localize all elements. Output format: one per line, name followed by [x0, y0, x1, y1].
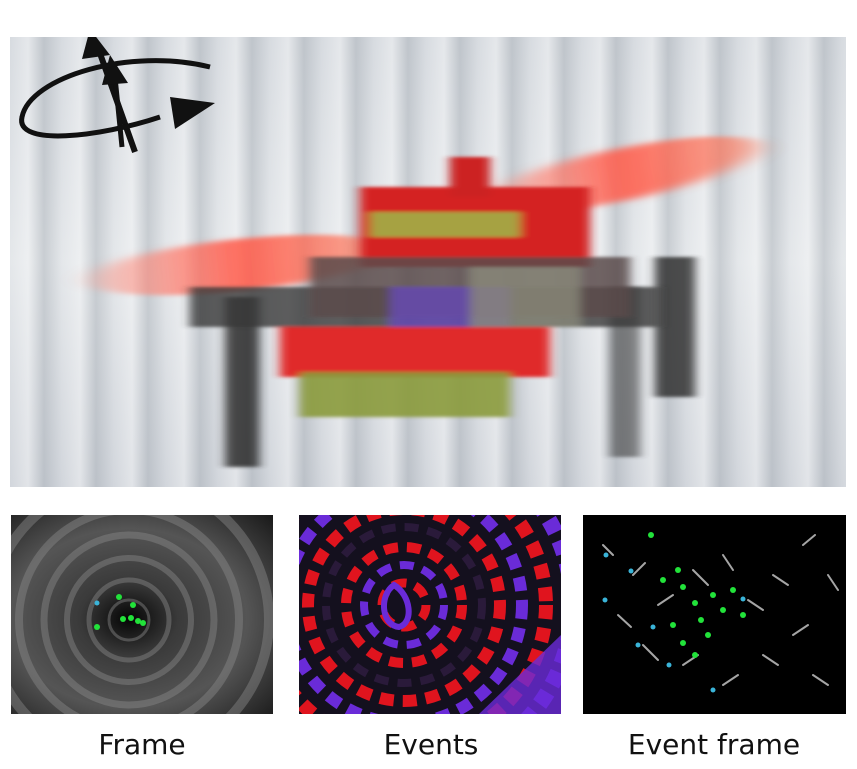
- frame-image: [11, 515, 273, 714]
- events-caption: Events: [383, 728, 479, 761]
- event-frame-caption: Event frame: [627, 728, 801, 761]
- drone-illustration: [90, 136, 758, 467]
- events-image: [299, 515, 561, 714]
- event-frame-image: [583, 515, 846, 714]
- events-panel: [299, 515, 561, 714]
- drone-photo: [10, 37, 846, 487]
- event-frame-panel: [583, 515, 846, 714]
- frame-panel: [11, 515, 273, 714]
- frame-caption: Frame: [98, 728, 186, 761]
- rotation-arrows-icon: [19, 37, 215, 154]
